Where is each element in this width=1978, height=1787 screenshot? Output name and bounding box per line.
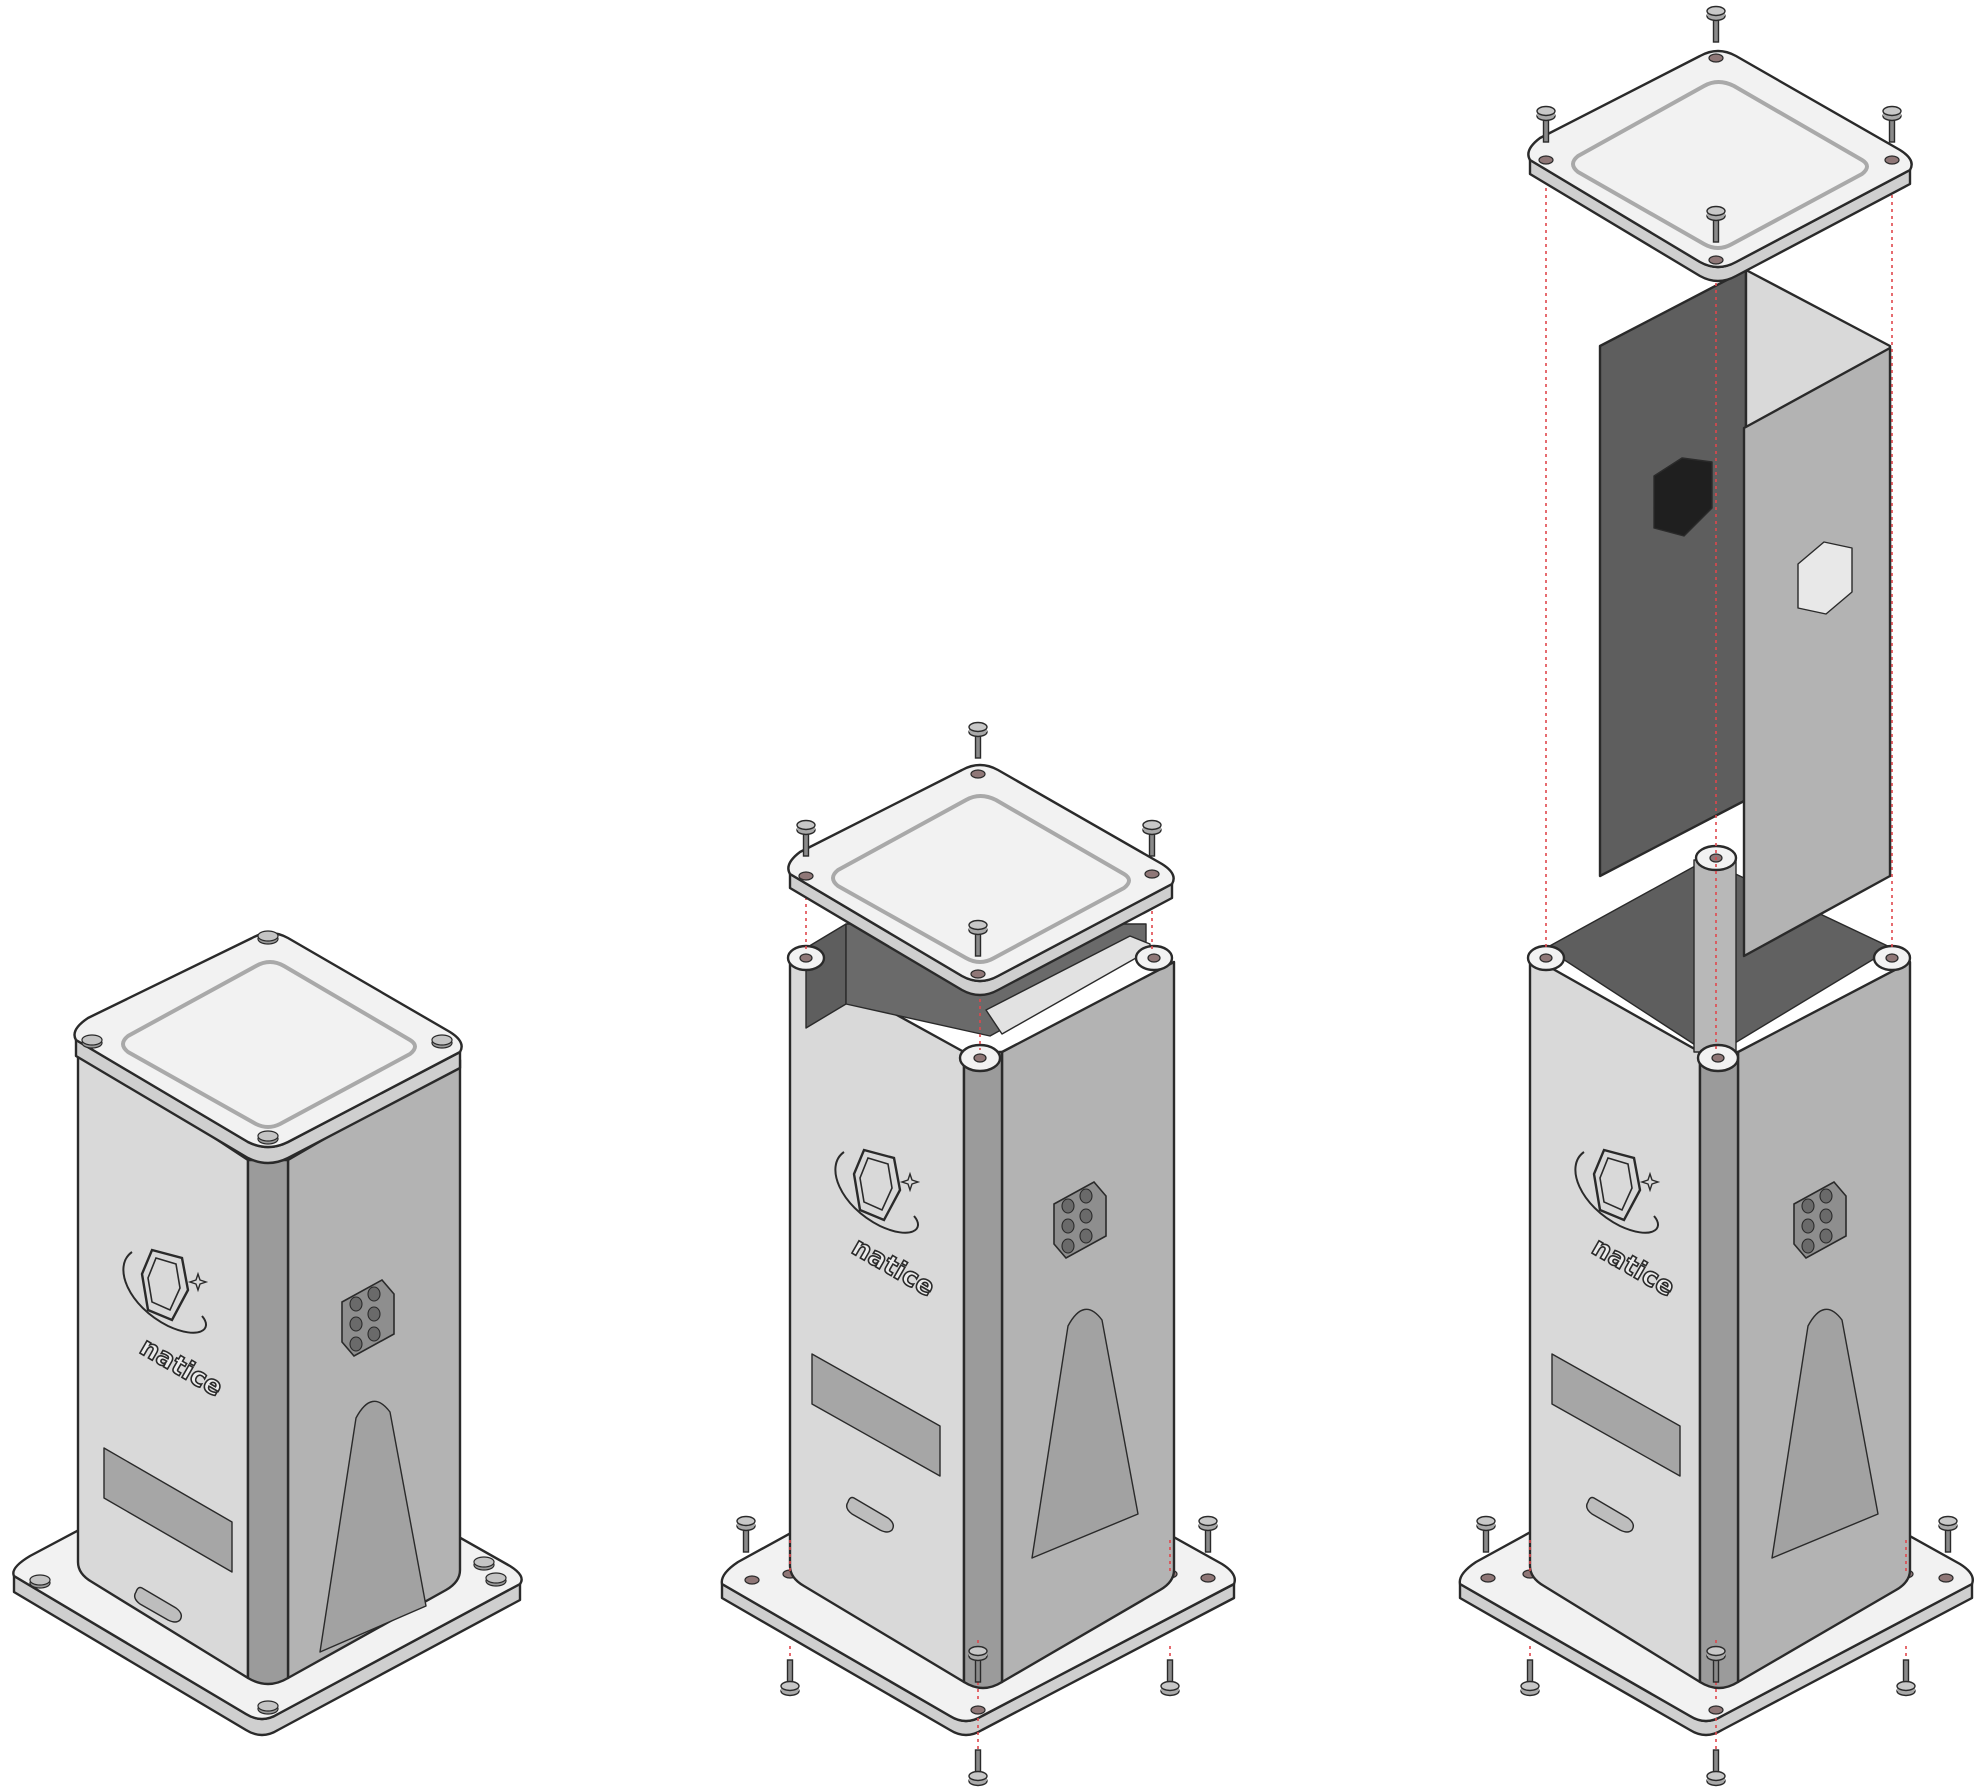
side-panel-left — [1598, 268, 1748, 878]
screw — [968, 1749, 988, 1787]
column-left-face — [1528, 954, 1702, 1684]
stage-fully-exploded: natice — [1458, 5, 1974, 1787]
lid-hole — [1884, 155, 1900, 165]
lid-knob-back — [257, 930, 279, 945]
screw — [1882, 105, 1902, 143]
base-knob-right — [485, 1572, 507, 1587]
base-knob-front — [257, 1700, 279, 1715]
screw — [1706, 1749, 1726, 1787]
stage-assembled: natice — [12, 930, 523, 1737]
base-hole — [1480, 1573, 1496, 1583]
column-front-edge — [246, 1158, 290, 1686]
screw — [1706, 5, 1726, 43]
handle-slot — [845, 1496, 895, 1533]
corner-hole — [1539, 953, 1553, 963]
screw — [1938, 1515, 1958, 1553]
top-lid — [73, 930, 463, 1165]
corner-hole — [1711, 1053, 1725, 1063]
label-panel — [1551, 1353, 1681, 1477]
screw — [968, 721, 988, 759]
base-hole — [970, 1705, 986, 1715]
arch-cutout — [319, 1400, 427, 1653]
lid-hole — [1144, 869, 1160, 879]
corner-hole — [799, 953, 813, 963]
base-hole — [744, 1575, 760, 1585]
lid-hole — [970, 769, 986, 779]
arch-cutout — [1031, 1308, 1139, 1559]
base-hole — [1200, 1573, 1216, 1583]
arch-cutout — [1771, 1308, 1879, 1559]
handle-slot — [1585, 1496, 1635, 1533]
screw — [1520, 1659, 1540, 1697]
base-knob-left — [29, 1574, 51, 1589]
hex-window-light — [1797, 541, 1853, 615]
center-post — [1693, 859, 1737, 1053]
screw — [736, 1515, 756, 1553]
hex-window-dark — [1653, 457, 1713, 537]
screw — [780, 1659, 800, 1697]
lid-hole — [1538, 155, 1554, 165]
screw — [1142, 819, 1162, 857]
base-hole — [1938, 1573, 1954, 1583]
label-panel — [811, 1353, 941, 1477]
lid-knob-front — [257, 1130, 279, 1145]
screw — [1896, 1659, 1916, 1697]
lid-knob-left — [81, 1034, 103, 1049]
handle-slot — [133, 1586, 183, 1623]
screw — [1160, 1659, 1180, 1697]
column-left-face — [788, 954, 966, 1684]
lid-hole — [1708, 255, 1724, 265]
base-knob-right-inner — [473, 1556, 495, 1571]
lid-hole — [970, 969, 986, 979]
lid-knob-right — [431, 1034, 453, 1049]
base-hole — [1708, 1705, 1724, 1715]
column-front-edge — [1698, 1050, 1740, 1690]
lid-hole — [1708, 53, 1724, 63]
side-panel-right — [1742, 346, 1892, 958]
label-panel — [103, 1447, 233, 1573]
screw — [1476, 1515, 1496, 1553]
lid-hole — [798, 871, 814, 881]
column-right-face — [286, 1058, 462, 1680]
top-lid — [1527, 49, 1913, 283]
corner-hole — [973, 1053, 987, 1063]
column-front-edge — [962, 1050, 1004, 1690]
corner-hole — [1885, 953, 1899, 963]
stage-lid-and-base-removed: natice — [720, 721, 1236, 1787]
screw — [1198, 1515, 1218, 1553]
top-lid — [787, 763, 1175, 997]
corner-hole — [1147, 953, 1161, 963]
